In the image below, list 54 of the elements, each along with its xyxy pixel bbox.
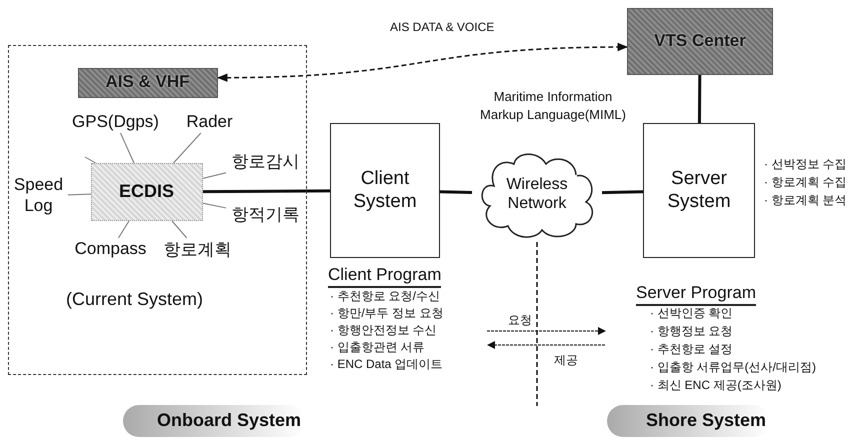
component-label: 항로감시 xyxy=(226,150,306,176)
connector-line xyxy=(202,172,226,179)
connector-line xyxy=(202,202,226,208)
box-label: VTS Center xyxy=(653,31,747,52)
station-box xyxy=(78,68,218,98)
box-label: AIS & VHF xyxy=(104,72,191,93)
arrow xyxy=(216,42,628,82)
station-box xyxy=(627,8,773,75)
section-heading: Server Program xyxy=(636,283,756,306)
list-item: · 추천항로 요청/수신 xyxy=(330,288,440,305)
list-item: · ENC Data 업데이트 xyxy=(330,356,443,373)
list-item: · 선박인증 확인 xyxy=(650,305,733,322)
connector-line xyxy=(536,242,538,406)
connector-line xyxy=(120,132,134,164)
component-label: 항적기록 xyxy=(226,202,306,228)
list-item: · 선박정보 수집 xyxy=(764,156,847,173)
list-item: · 항행안전정보 수신 xyxy=(330,322,437,339)
list-item: · 항행정보 요청 xyxy=(650,323,733,340)
box-label: Server System xyxy=(666,168,732,214)
dashed-group-box xyxy=(8,45,307,375)
connector-line xyxy=(698,74,702,124)
system-box xyxy=(643,123,755,258)
connector-line xyxy=(68,194,92,196)
component-label: GPS(Dgps) xyxy=(64,112,168,132)
list-item: · 항로계획 분석 xyxy=(764,192,847,209)
component-label: Compass xyxy=(64,238,158,262)
connector-line xyxy=(84,156,96,164)
connector-line xyxy=(172,132,202,164)
list-item: · 입출항 서류업무(선사/대리점) xyxy=(650,359,816,376)
connector-line xyxy=(602,190,644,194)
box-label: Onboard System xyxy=(156,410,301,432)
arrow-label: 요청 xyxy=(508,312,532,329)
connector-line xyxy=(203,189,330,194)
list-item: · 최신 ENC 제공(조사원) xyxy=(650,377,782,394)
edge-label: AIS DATA & VOICE xyxy=(388,20,496,34)
box-label: ECDIS xyxy=(118,180,174,202)
component-label: Speed Log xyxy=(10,174,68,218)
list-item: · 입출항관련 서류 xyxy=(330,339,425,356)
connector-line xyxy=(118,220,130,238)
connector-line xyxy=(172,220,188,238)
box-label: Client System xyxy=(352,168,418,214)
list-item: · 추천항로 설정 xyxy=(650,341,733,358)
list-item: · 항로계획 수집 xyxy=(764,174,847,191)
box-label: (Current System) xyxy=(66,289,204,311)
component-label: Rader xyxy=(180,112,240,132)
component-label: 항로계획 xyxy=(158,238,238,264)
arrow-label: 제공 xyxy=(554,352,578,369)
list-item: · 항만/부두 정보 요청 xyxy=(330,305,444,322)
connector-line xyxy=(440,190,472,194)
box-label: Shore System xyxy=(646,410,766,432)
ecdis-box xyxy=(90,162,202,220)
system-box xyxy=(330,123,440,258)
protocol-label: Maritime Information Markup Language(MIML) xyxy=(479,88,627,124)
section-heading: Client Program xyxy=(328,265,442,288)
